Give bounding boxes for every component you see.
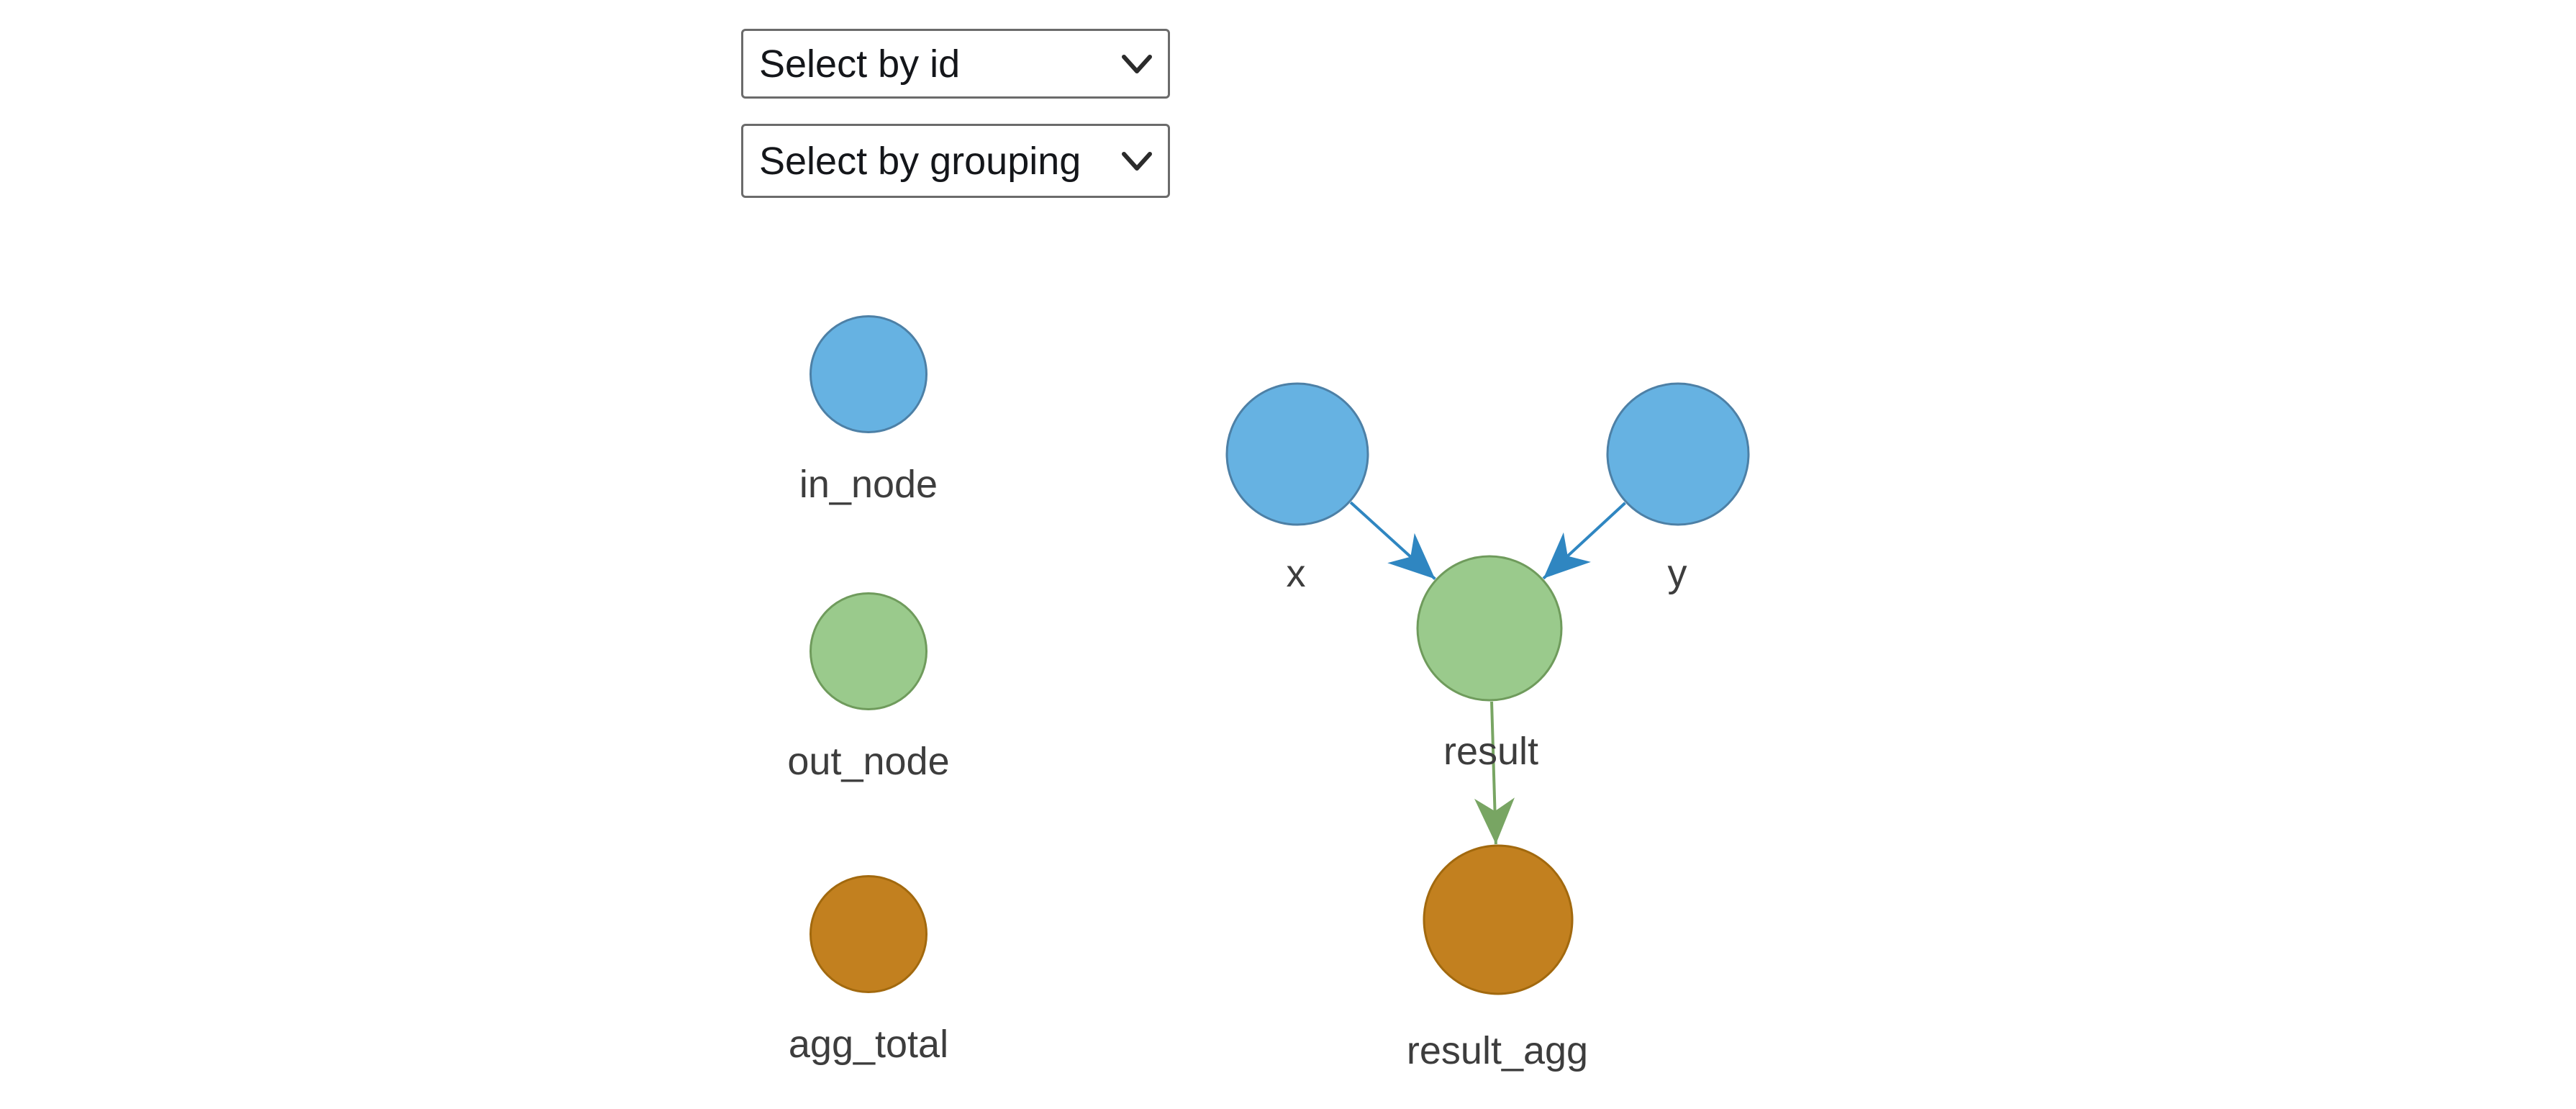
agg-total-circle-icon (809, 875, 928, 993)
graph-node-y[interactable] (1606, 382, 1750, 526)
legend-label: in_node (799, 463, 938, 506)
legend-item-in-node: in_node (725, 315, 1012, 507)
graph-node-label-x: x (1287, 552, 1306, 595)
edge-x-to-result (1349, 501, 1436, 580)
select-by-id-wrapper: Select by id (741, 29, 1170, 99)
select-by-grouping-wrapper: Select by grouping (741, 124, 1170, 198)
graph-node-label-y: y (1668, 552, 1687, 595)
legend-label: out_node (787, 740, 950, 783)
graph-node-x[interactable] (1225, 382, 1369, 526)
legend-label: agg_total (788, 1023, 949, 1066)
graph-node-result_agg[interactable] (1423, 844, 1574, 995)
out-node-circle-icon (809, 592, 928, 710)
graph-node-result[interactable] (1416, 555, 1563, 702)
select-by-id-dropdown[interactable]: Select by id (741, 29, 1170, 99)
legend-item-agg-total: agg_total (725, 875, 1012, 1067)
edge-y-to-result (1542, 502, 1626, 580)
edge-result-to-result_agg (1490, 701, 1497, 845)
select-by-grouping-dropdown[interactable]: Select by grouping (741, 124, 1170, 198)
graph-node-label-result: result (1443, 730, 1538, 773)
arrowhead-icon (1474, 797, 1515, 845)
legend-item-out-node: out_node (725, 592, 1012, 784)
graph-node-label-result_agg: result_agg (1407, 1029, 1588, 1072)
in-node-circle-icon (809, 315, 928, 433)
